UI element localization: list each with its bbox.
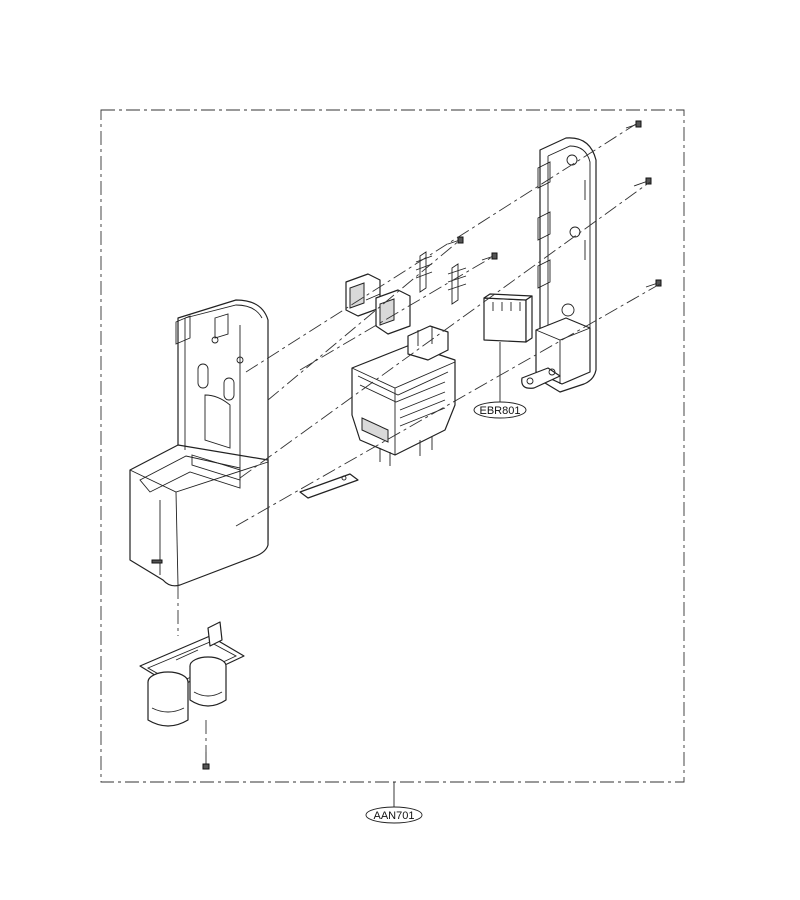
- lever-bracket: [345, 273, 411, 335]
- callout-aan701-label: AAN701: [374, 810, 415, 822]
- actuator-housing: [351, 325, 456, 466]
- flat-plate: [299, 473, 359, 499]
- screws: [202, 120, 662, 770]
- callout-ebr801: EBR801: [473, 401, 527, 419]
- dispenser-nozzle: [139, 621, 245, 727]
- assembly-guide-lines: [177, 123, 661, 752]
- rear-frame: [521, 137, 597, 393]
- callout-aan701-ellipse: [365, 806, 423, 824]
- callout-ebr801-label: EBR801: [480, 405, 521, 417]
- callout-aan701: AAN701: [365, 806, 423, 824]
- lever-springs: [415, 251, 467, 305]
- callout-ebr801-ellipse: [473, 401, 527, 419]
- assembly-boundary: [100, 109, 685, 783]
- pcb-module: [483, 293, 533, 343]
- dispenser-front-cover: [129, 299, 269, 587]
